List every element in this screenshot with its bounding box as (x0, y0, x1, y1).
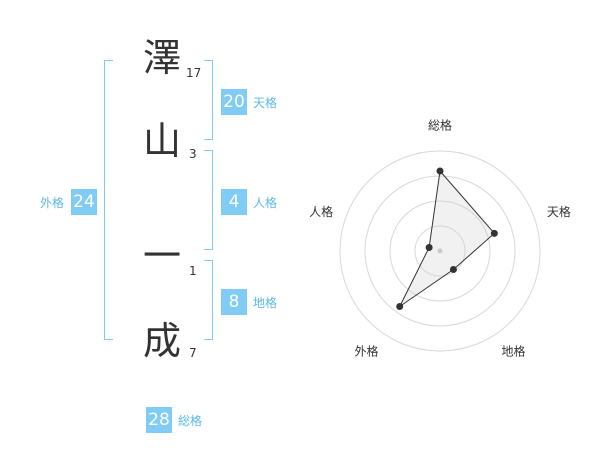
chikaku-label: 地格 (253, 296, 278, 310)
gaikaku-badge: 24 (71, 189, 97, 215)
radar-point-3 (449, 265, 457, 273)
radar-center (437, 248, 443, 254)
radar-axis-label-4: 外格 (355, 344, 379, 359)
stroke-count-4: 7 (189, 346, 197, 360)
radar-ring (389, 200, 491, 302)
jinkaku-bracket (204, 150, 213, 250)
soukaku-badge: 28 (146, 407, 172, 433)
radar-point-2 (490, 229, 498, 237)
radar-axis-label-1: 総格 (428, 118, 452, 133)
radar-series (396, 167, 498, 310)
chikaku-badge: 8 (221, 289, 247, 315)
name-char-2: 山 (142, 119, 181, 163)
stroke-count-1: 17 (186, 66, 202, 80)
name-char-3: 一 (142, 234, 181, 278)
radar-axis-label-2: 天格 (547, 204, 571, 219)
radar-ring (364, 175, 516, 327)
radar-axis-label-3: 地格 (501, 344, 525, 359)
gaikaku-label: 外格 (40, 196, 65, 210)
radar-grid (339, 150, 541, 352)
radar-ring (414, 225, 466, 277)
tenkaku-badge: 20 (221, 89, 247, 115)
jinkaku-label: 人格 (253, 196, 278, 210)
name-char-1: 澤 (142, 36, 181, 80)
jinkaku-badge: 4 (221, 189, 247, 215)
chikaku-bracket (204, 260, 213, 340)
soukaku-label: 総格 (178, 414, 203, 428)
radar-axis-label-5: 人格 (309, 204, 333, 219)
radar-point-1 (436, 167, 444, 175)
tenkaku-label: 天格 (253, 96, 278, 110)
tenkaku-bracket (204, 60, 213, 140)
radar-ring (339, 150, 541, 352)
radar-point-5 (425, 243, 433, 251)
radar-point-4 (396, 302, 404, 310)
stroke-count-2: 3 (189, 147, 197, 161)
stroke-count-3: 1 (189, 264, 197, 278)
name-char-4: 成 (142, 319, 181, 363)
radar-polygon (399, 169, 496, 307)
gaikaku-bracket (104, 60, 113, 340)
